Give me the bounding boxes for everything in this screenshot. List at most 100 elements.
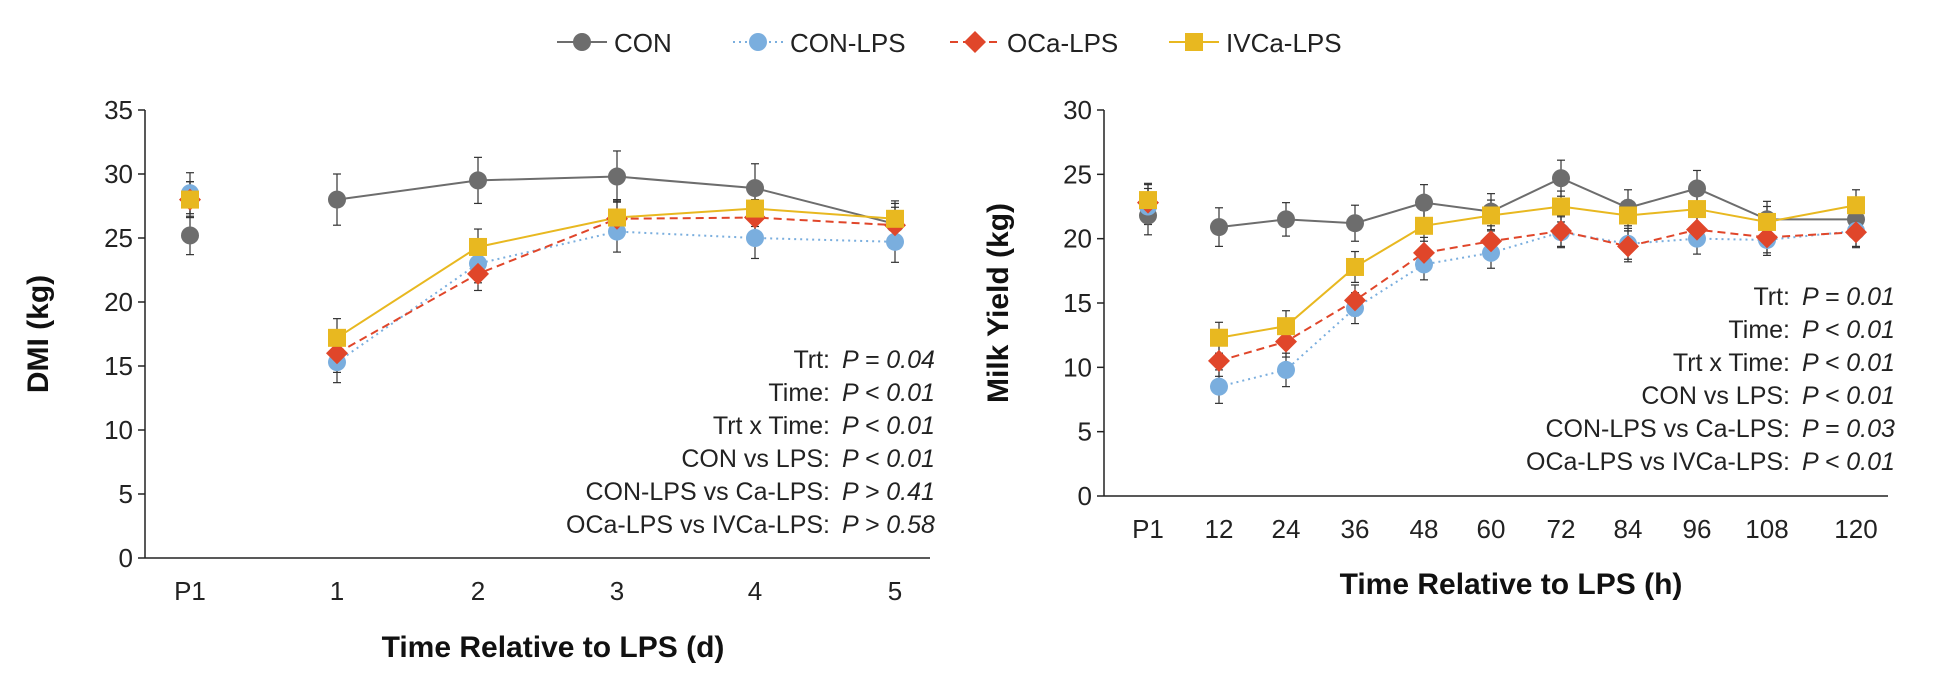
stat-label: CON-LPS vs Ca-LPS: [1545,415,1790,443]
series-line-con-lps [1218,229,1857,388]
stat-value: P < 0.01 [1802,382,1895,410]
x-tick-label: 108 [1745,514,1788,544]
data-point-oca-lps [1275,330,1297,353]
y-tick-label: 15 [104,351,133,381]
data-point-con-lps [1415,255,1433,274]
stat-value: P = 0.04 [842,346,935,374]
stat-value: P < 0.01 [842,445,935,473]
y-tick-label: 10 [1063,352,1092,382]
legend-marker-con [573,33,591,51]
stat-value: P < 0.01 [842,379,935,407]
x-axis-title: Time Relative to LPS (d) [382,631,725,664]
y-tick-label: 15 [1063,288,1092,318]
legend-marker-oca-lps [964,31,986,53]
legend-item-ivca-lps: IVCa-LPS [1169,28,1342,58]
data-point-ivca-lps [1688,200,1706,219]
data-point-oca-lps [1344,289,1366,312]
stat-label: Trt x Time: [1673,349,1790,377]
data-point-oca-lps [1480,230,1502,253]
series-line-con [1218,177,1856,229]
legend: CON CON-LPS OCa-LPS IVCa-LPS [557,28,1342,58]
y-tick-label: 25 [1063,159,1092,189]
data-point-ivca-lps [1552,197,1570,216]
stat-label: CON vs LPS: [1641,382,1790,410]
data-point-con [608,167,626,186]
legend-item-oca-lps: OCa-LPS [950,28,1118,58]
stat-label: OCa-LPS vs IVCa-LPS: [566,511,830,539]
stat-value: P > 0.41 [842,478,935,506]
data-point-ivca-lps [469,237,487,256]
y-tick-label: 10 [104,415,133,445]
stat-value: P < 0.01 [1802,349,1895,377]
y-tick-label: 5 [1078,417,1092,447]
y-axis-title: DMI (kg) [22,275,55,393]
x-tick-label: 3 [610,576,624,606]
data-point-con [1552,169,1570,188]
legend-label-oca-lps: OCa-LPS [1007,28,1118,58]
y-tick-label: 30 [104,159,133,189]
y-tick-label: 20 [104,287,133,317]
data-point-oca-lps [1756,226,1778,249]
series-line-oca-lps [1218,228,1857,362]
data-point-ivca-lps [886,209,904,228]
data-point-con [1210,218,1228,237]
legend-label-con-lps: CON-LPS [790,28,906,58]
y-tick-label: 20 [1063,224,1092,254]
data-point-con-lps [1277,360,1295,379]
stat-value: P > 0.58 [842,511,935,539]
stat-label: CON vs LPS: [681,445,830,473]
stat-label: CON-LPS vs Ca-LPS: [585,478,830,506]
data-point-ivca-lps [1277,317,1295,336]
data-point-con [1415,193,1433,212]
x-tick-label: 48 [1410,514,1439,544]
stat-label: Trt: [1753,283,1790,311]
data-point-ivca-lps [1482,206,1500,225]
data-point-ivca-lps [1346,257,1364,276]
data-point-oca-lps [1617,235,1639,258]
stat-label: Time: [768,379,830,407]
data-point-ivca-lps [1139,191,1157,210]
data-point-con [1277,210,1295,229]
data-point-con-lps [1210,377,1228,396]
data-point-con [328,190,346,209]
data-point-ivca-lps [181,190,199,209]
stat-label: Time: [1728,316,1790,344]
x-tick-label: P1 [1132,514,1164,544]
x-tick-label: P1 [174,576,206,606]
data-point-ivca-lps [1415,216,1433,235]
data-point-con-lps [746,229,764,247]
y-tick-label: 35 [104,95,133,125]
x-tick-label: 72 [1547,514,1576,544]
data-point-con [1346,214,1364,233]
y-tick-label: 25 [104,223,133,253]
stat-value: P < 0.01 [1802,316,1895,344]
data-point-oca-lps [1845,221,1867,244]
data-point-con [469,171,487,190]
data-point-ivca-lps [746,199,764,218]
data-point-con-lps [1482,243,1500,262]
data-point-ivca-lps [608,208,626,227]
x-tick-label: 24 [1272,514,1301,544]
stat-value: P < 0.01 [842,412,935,440]
x-tick-label: 36 [1341,514,1370,544]
data-point-con [746,179,764,198]
legend-item-con-lps: CON-LPS [733,28,906,58]
stat-label: Trt: [793,346,830,374]
x-tick-label: 84 [1614,514,1643,544]
legend-item-con: CON [557,28,672,58]
y-tick-label: 5 [119,479,133,509]
stat-label: OCa-LPS vs IVCa-LPS: [1526,448,1790,476]
data-point-oca-lps [1413,241,1435,264]
data-point-con-lps [886,232,904,251]
data-point-ivca-lps [1758,212,1776,231]
x-tick-label: 1 [330,576,344,606]
stat-value: P = 0.01 [1802,283,1895,311]
data-point-oca-lps [326,342,348,365]
y-axis-title: Milk Yield (kg) [982,203,1015,403]
legend-marker-ivca-lps [1185,33,1203,51]
data-point-ivca-lps [1619,206,1637,225]
x-tick-label: 96 [1683,514,1712,544]
data-point-ivca-lps [1210,328,1228,347]
